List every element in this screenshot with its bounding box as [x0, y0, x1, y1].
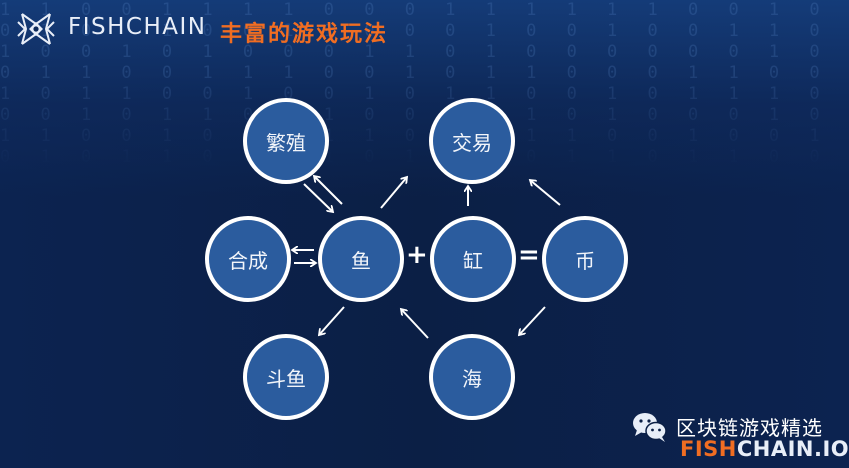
- equals-operator: =: [518, 240, 540, 270]
- slide-title: 丰富的游戏玩法: [220, 22, 389, 47]
- arrow-breed-to-fish: [303, 183, 333, 212]
- node-coin: 币: [542, 216, 628, 302]
- arrow-fish-to-fight: [319, 306, 345, 335]
- plus-operator: +: [406, 240, 428, 270]
- node-tank: 缸: [430, 216, 516, 302]
- node-trade: 交易: [429, 98, 515, 184]
- slide-header: FISHCHAIN 丰富的游戏玩法: [0, 0, 849, 60]
- fishchain-logo-icon: [17, 13, 55, 45]
- arrow-coin-to-sea: [519, 306, 546, 335]
- wechat-icon: [633, 413, 667, 442]
- brand-chain-io: CHAIN.IO: [736, 437, 849, 461]
- arrow-coin-to-trade: [530, 180, 561, 206]
- node-sea: 海: [429, 334, 515, 420]
- arrow-fish-to-trade: [380, 177, 407, 209]
- channel-name: 区块链游戏精选: [676, 416, 823, 440]
- node-fight: 斗鱼: [243, 334, 329, 420]
- arrow-sea-to-fish: [401, 309, 429, 339]
- brand-fish: FISH: [680, 437, 737, 461]
- logo-text: FISHCHAIN: [68, 14, 207, 40]
- brand-watermark: FISHCHAIN.IO: [680, 437, 849, 461]
- arrow-fish-to-breed: [314, 176, 343, 205]
- node-breed: 繁殖: [243, 98, 329, 184]
- node-synthesize: 合成: [205, 216, 291, 302]
- node-fish: 鱼: [318, 216, 404, 302]
